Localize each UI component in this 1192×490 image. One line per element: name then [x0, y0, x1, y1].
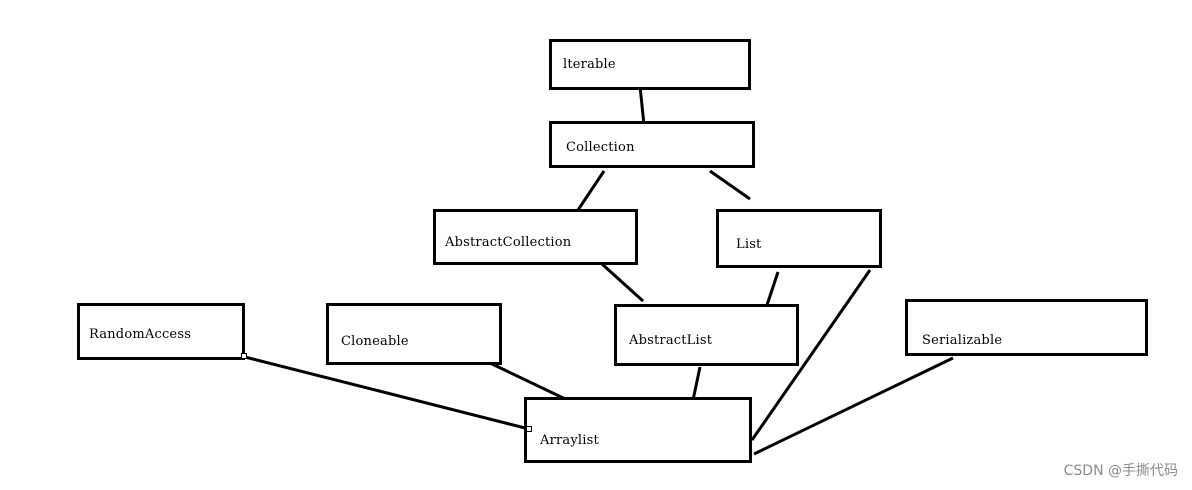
edge-serializable-arraylist — [753, 356, 954, 456]
node-list[interactable]: List — [716, 209, 882, 268]
edge-list-arraylist — [750, 269, 872, 441]
edge-iterable-collection — [638, 85, 646, 126]
node-cloneable[interactable]: Cloneable — [326, 303, 502, 365]
node-randomaccess-label: RandomAccess — [89, 327, 192, 342]
node-cloneable-label: Cloneable — [341, 334, 409, 349]
node-abstractlist[interactable]: AbstractList — [614, 304, 799, 366]
node-arraylist[interactable]: Arraylist — [524, 397, 752, 463]
node-randomaccess[interactable]: RandomAccess — [77, 303, 245, 360]
watermark: CSDN @手撕代码 — [1063, 463, 1178, 479]
node-abstractcollection[interactable]: AbstractCollection — [433, 209, 638, 265]
node-abstractlist-label: AbstractList — [629, 333, 713, 348]
edge-collection-list — [709, 169, 751, 201]
edge-randomaccess-arraylist — [244, 355, 530, 431]
node-abstractcollection-label: AbstractCollection — [445, 235, 572, 250]
connector-handle-end[interactable] — [526, 426, 532, 432]
node-iterable-label: lterable — [563, 57, 616, 72]
node-collection-label: Collection — [566, 140, 635, 155]
node-iterable[interactable]: lterable — [549, 39, 751, 90]
node-collection[interactable]: Collection — [549, 121, 755, 168]
node-serializable[interactable]: Serializable — [905, 299, 1148, 356]
node-serializable-label: Serializable — [922, 333, 1003, 348]
connector-handle-start[interactable] — [241, 353, 247, 359]
node-list-label: List — [736, 237, 762, 252]
node-arraylist-label: Arraylist — [540, 433, 599, 448]
